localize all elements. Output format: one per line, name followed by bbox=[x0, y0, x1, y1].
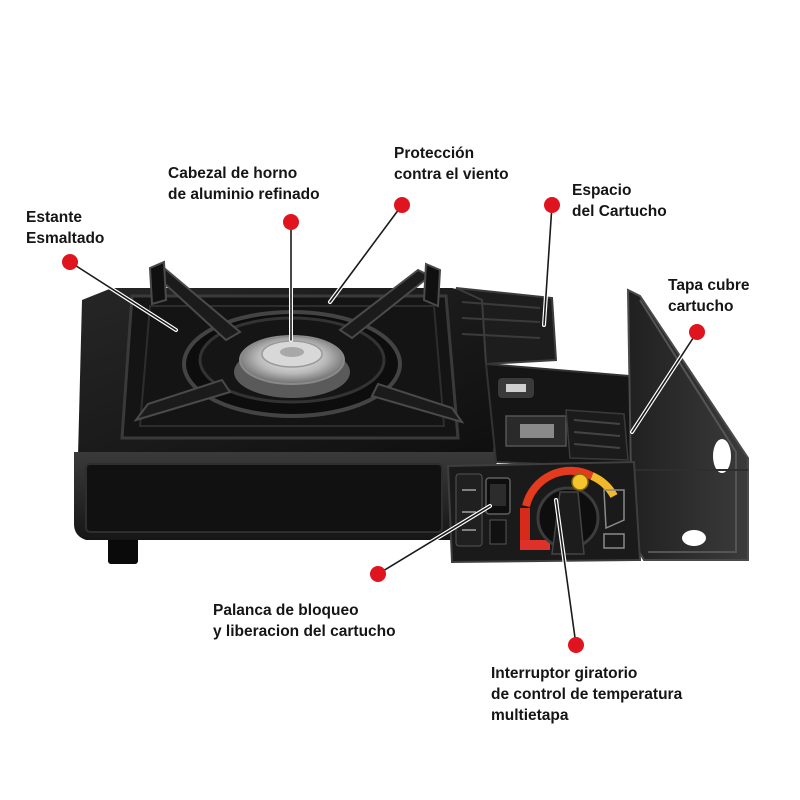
burner-head bbox=[234, 335, 350, 398]
leader-estante bbox=[69, 261, 177, 331]
label-line: Esmaltado bbox=[26, 230, 105, 247]
markers bbox=[62, 197, 705, 653]
label-interruptor-giratorio: Interruptor giratorio de control de temp… bbox=[491, 663, 682, 726]
label-line: de control de temperatura bbox=[491, 686, 683, 703]
leader-espacio bbox=[543, 204, 553, 326]
label-proteccion-viento: Protección contra el viento bbox=[394, 143, 509, 185]
label-line: de aluminio refinado bbox=[168, 186, 320, 203]
label-line: y liberacion del cartucho bbox=[213, 623, 396, 640]
leader-interruptor bbox=[555, 499, 577, 646]
leader-palanca bbox=[377, 505, 491, 575]
marker-tapa bbox=[689, 324, 705, 340]
marker-proteccion bbox=[394, 197, 410, 213]
pot-supports bbox=[133, 260, 465, 424]
label-line: Interruptor giratorio bbox=[491, 665, 638, 682]
marker-estante bbox=[62, 254, 78, 270]
label-tapa-cartucho: Tapa cubre cartucho bbox=[668, 275, 750, 317]
label-line: contra el viento bbox=[394, 166, 509, 183]
label-line: multietapa bbox=[491, 707, 569, 724]
leader-lines-dark bbox=[69, 204, 698, 646]
label-line: cartucho bbox=[668, 298, 734, 315]
marker-cabezal bbox=[283, 214, 299, 230]
cartridge-space bbox=[455, 287, 642, 470]
label-line: Espacio bbox=[572, 182, 632, 199]
label-line: Tapa cubre bbox=[668, 277, 750, 294]
label-line: del Cartucho bbox=[572, 203, 667, 220]
label-estante-esmaltado: Estante Esmaltado bbox=[26, 207, 104, 249]
label-line: Cabezal de horno bbox=[168, 165, 298, 182]
control-panel bbox=[446, 460, 642, 564]
label-cabezal-horno: Cabezal de horno de aluminio refinado bbox=[168, 163, 320, 205]
cartridge-cover bbox=[626, 288, 749, 561]
label-line: Estante bbox=[26, 209, 82, 226]
label-palanca-bloqueo: Palanca de bloqueo y liberacion del cart… bbox=[213, 600, 396, 642]
marker-palanca bbox=[370, 566, 386, 582]
label-line: Protección bbox=[394, 145, 475, 162]
marker-espacio bbox=[544, 197, 560, 213]
label-espacio-cartucho: Espacio del Cartucho bbox=[572, 180, 667, 222]
leader-tapa bbox=[631, 331, 698, 433]
leader-proteccion bbox=[329, 204, 403, 303]
marker-interruptor bbox=[568, 637, 584, 653]
label-line: Palanca de bloqueo bbox=[213, 602, 359, 619]
